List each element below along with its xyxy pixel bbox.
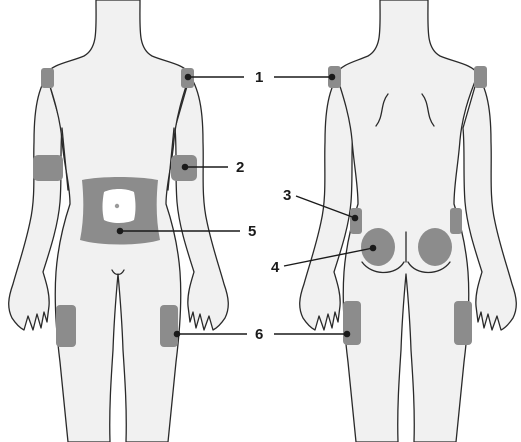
front-left-arm bbox=[9, 76, 62, 330]
callout-6-label: 6 bbox=[255, 326, 263, 343]
callout-4-label: 4 bbox=[271, 259, 280, 276]
front-site-1-upper-arm-left bbox=[41, 68, 54, 88]
callout-5-label: 5 bbox=[248, 223, 256, 240]
callout-2-label: 2 bbox=[236, 159, 244, 176]
back-site-1-upper-arm-right bbox=[474, 66, 487, 88]
callout-3-dot bbox=[352, 215, 359, 222]
callout-3-label: 3 bbox=[283, 187, 291, 204]
back-site-3-hip-right bbox=[450, 208, 462, 234]
back-figure bbox=[300, 0, 517, 442]
back-site-6-thigh bbox=[343, 301, 361, 345]
back-site-4-buttock bbox=[361, 228, 395, 266]
back-site-4-buttock-right bbox=[418, 228, 452, 266]
front-figure bbox=[9, 0, 229, 442]
callout-1-dot-back bbox=[329, 74, 336, 81]
back-site-6-thigh-right bbox=[454, 301, 472, 345]
front-site-6-thigh-left bbox=[56, 305, 76, 347]
front-right-arm bbox=[175, 76, 228, 330]
back-right-arm bbox=[463, 76, 516, 330]
callout-1-label: 1 bbox=[255, 69, 263, 86]
front-site-6-thigh bbox=[160, 305, 178, 347]
front-navel bbox=[115, 204, 119, 208]
callout-4-dot bbox=[370, 245, 377, 252]
callout-6-dot-back bbox=[344, 331, 351, 338]
front-site-2-arm-left bbox=[33, 155, 63, 181]
